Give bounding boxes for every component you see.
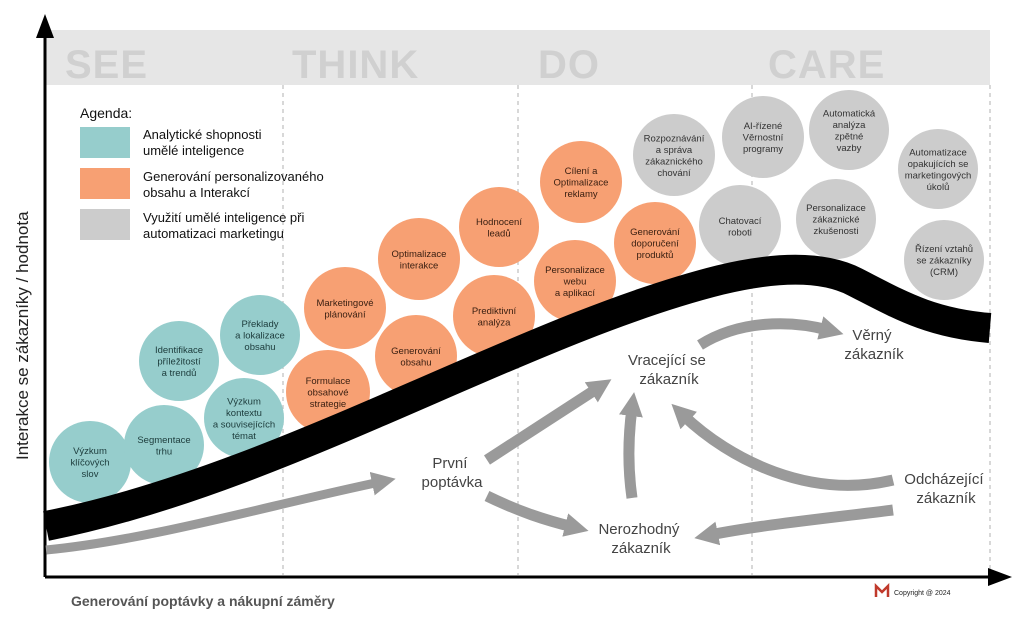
bubble-circle — [453, 275, 535, 357]
bubble-circle — [459, 187, 539, 267]
bubble-circle — [220, 295, 300, 375]
bubble-circle — [49, 421, 131, 503]
y-axis-arrow-icon — [36, 14, 54, 38]
x-axis-arrow-icon — [988, 568, 1012, 586]
copyright: Copyright @ 2024 — [874, 582, 951, 597]
y-axis-label: Interakce se zákazníky / hodnota — [13, 211, 32, 460]
bubble-circle — [139, 321, 219, 401]
value-curve — [43, 254, 992, 541]
bubble-circle — [699, 185, 781, 267]
bubble-circle — [898, 129, 978, 209]
journey-arrows — [484, 316, 895, 546]
bubble-circle — [809, 90, 889, 170]
copyright-text: Copyright @ 2024 — [894, 590, 951, 597]
stage-band — [46, 30, 990, 85]
legend-swatch-teal — [80, 127, 130, 158]
legend-swatch-orange — [80, 168, 130, 199]
label-first-inquiry: První poptávka — [422, 455, 484, 491]
stage-think: THINK — [292, 43, 419, 87]
bubble-circle — [124, 405, 204, 485]
legend: Agenda: Analytické shopnosti umělé intel… — [80, 105, 327, 241]
arrow-returning-to-loyal — [697, 316, 844, 350]
bubble-circle — [378, 218, 460, 300]
arrow-leaving-to-undecided — [694, 504, 894, 546]
arrow-leaving-to-returning — [671, 403, 895, 491]
legend-item-3: Využití umělé inteligence při automatiza… — [143, 210, 308, 241]
journey-curve-arrow — [45, 471, 396, 555]
stage-do: DO — [538, 43, 600, 87]
logo-icon — [874, 582, 890, 597]
label-loyal-customer: Věrný zákazník — [844, 327, 904, 363]
stage-see: SEE — [65, 43, 148, 87]
bubble-circle — [904, 220, 984, 300]
bubble-circle — [204, 378, 284, 458]
bubble-circle — [722, 96, 804, 178]
arrow-first-to-returning — [484, 379, 612, 465]
bubble-circle — [614, 202, 696, 284]
legend-swatch-gray — [80, 209, 130, 240]
legend-item-1: Analytické shopnosti umělé inteligence — [143, 127, 265, 158]
legend-title: Agenda: — [80, 105, 132, 121]
arrow-undecided-to-returning — [619, 392, 643, 499]
x-axis-label: Generování poptávky a nákupní záměry — [71, 593, 335, 609]
label-returning-customer: Vracející se zákazník — [628, 352, 710, 388]
label-undecided-customer: Nerozhodný zákazník — [598, 521, 683, 557]
bubble-circle — [534, 240, 616, 322]
stage-care: CARE — [768, 43, 885, 87]
bubble-circle — [304, 267, 386, 349]
bubble-circle — [796, 179, 876, 259]
bubble-circle — [633, 114, 715, 196]
label-leaving-customer: Odcházející zákazník — [904, 471, 987, 507]
legend-item-2: Generování personalizovaného obsahu a In… — [143, 169, 327, 200]
arrow-first-to-undecided — [484, 491, 589, 537]
bubble-circle — [540, 141, 622, 223]
